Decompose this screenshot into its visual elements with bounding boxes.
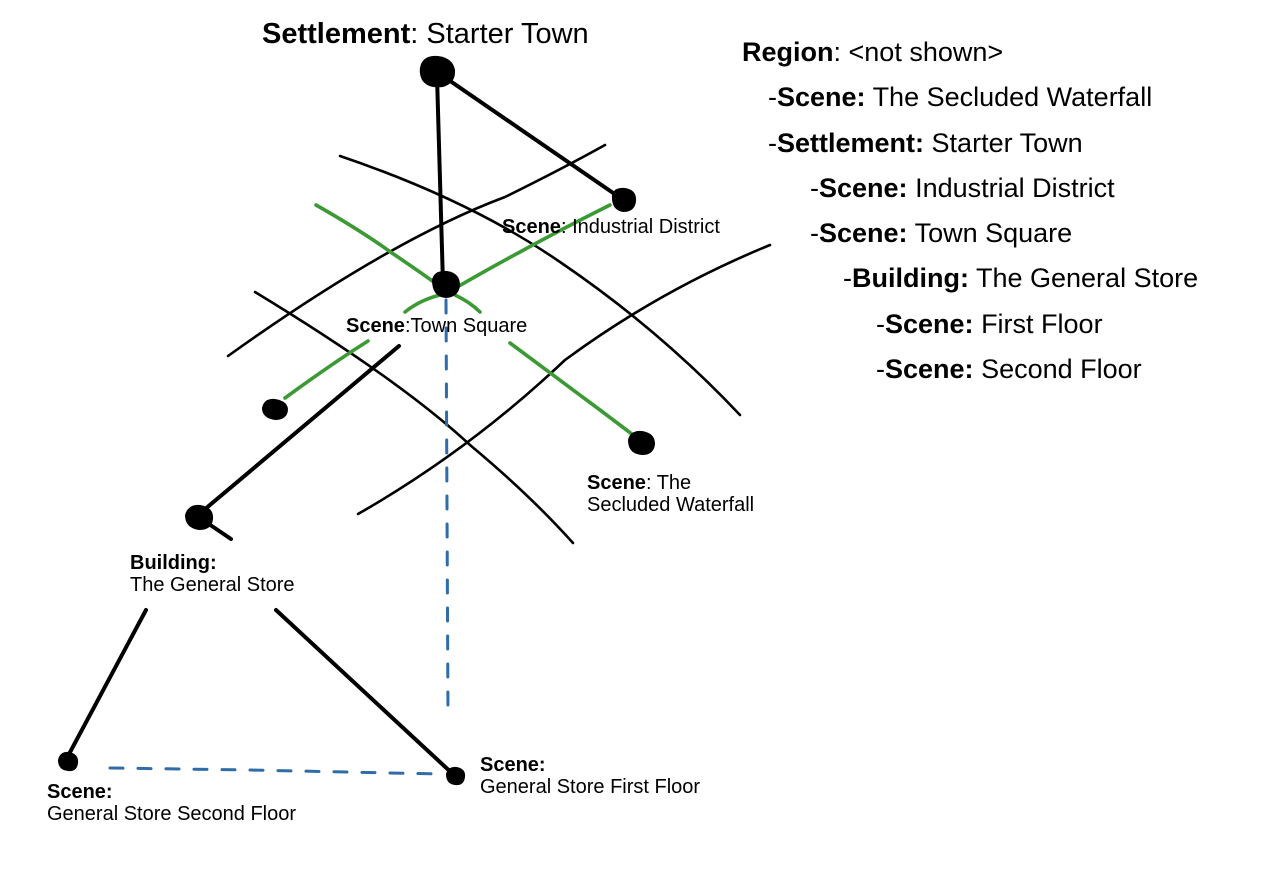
town-square-name: Town Square bbox=[410, 315, 528, 337]
grid-line bbox=[356, 243, 772, 516]
hierarchy-name: Second Floor bbox=[981, 354, 1142, 385]
grid-line bbox=[226, 143, 607, 358]
connection-line bbox=[403, 293, 442, 314]
hierarchy-outline: Region: <not shown> -Scene: The Secluded… bbox=[742, 30, 1198, 392]
hierarchy-sep bbox=[969, 263, 976, 293]
hierarchy-row-scene-waterfall: -Scene: The Secluded Waterfall bbox=[742, 75, 1198, 120]
hierarchy-kind: Scene: bbox=[885, 308, 974, 339]
node-settlement bbox=[419, 55, 456, 88]
hierarchy-kind: Region bbox=[742, 37, 834, 67]
node-west-scene bbox=[262, 398, 288, 420]
hierarchy-kind: Building: bbox=[852, 263, 969, 294]
grid-line bbox=[338, 154, 742, 417]
dashed-links bbox=[108, 298, 450, 776]
hierarchy-prefix: - bbox=[810, 172, 819, 203]
hierarchy-kind: Scene: bbox=[885, 354, 974, 385]
building-name: The General Store bbox=[130, 574, 295, 597]
node-second-floor bbox=[58, 751, 79, 772]
hierarchy-name: Town Square bbox=[914, 218, 1073, 249]
hierarchy-kind: Scene: bbox=[777, 82, 866, 113]
building-kind: Building: bbox=[130, 552, 217, 574]
link-settlement-industrial bbox=[438, 72, 621, 199]
hierarchy-row-region: Region: <not shown> bbox=[742, 30, 1198, 75]
hierarchy-name: Industrial District bbox=[915, 172, 1115, 203]
hierarchy-name: The Secluded Waterfall bbox=[872, 82, 1153, 113]
hierarchy-kind: Scene: bbox=[819, 218, 908, 249]
industrial-district-label: Scene: Industrial District bbox=[502, 216, 720, 238]
settlement-name: Starter Town bbox=[426, 18, 589, 50]
waterfall-name-line2: Secluded Waterfall bbox=[587, 494, 755, 517]
connection-line bbox=[283, 339, 370, 400]
hierarchy-sep bbox=[974, 309, 982, 339]
node-secluded-waterfall bbox=[628, 430, 655, 455]
link-town-square-building bbox=[196, 344, 401, 517]
hierarchy-prefix: - bbox=[876, 354, 885, 385]
hierarchy-row-scene-town-square: -Scene: Town Square bbox=[742, 211, 1198, 256]
town-square-label: Scene:Town Square bbox=[346, 315, 527, 337]
connection-line bbox=[314, 203, 440, 287]
industrial-kind: Scene bbox=[502, 216, 561, 238]
town-square-kind: Scene bbox=[346, 315, 405, 337]
hierarchy-prefix: - bbox=[768, 82, 777, 113]
hierarchy-kind: Scene: bbox=[819, 172, 908, 203]
hierarchy-kind: Settlement: bbox=[777, 127, 925, 158]
link-settlement-town-square bbox=[435, 74, 445, 286]
hierarchy-sep bbox=[924, 128, 932, 158]
hierarchy-prefix: - bbox=[768, 127, 777, 158]
waterfall-name-line1: The bbox=[656, 472, 692, 494]
hierarchy-row-scene-second-floor: -Scene: Second Floor bbox=[742, 347, 1198, 392]
first-floor-kind: Scene: bbox=[480, 754, 546, 776]
nodes bbox=[58, 55, 655, 786]
settlement-kind: Settlement bbox=[262, 18, 411, 50]
hierarchy-sep: : bbox=[833, 37, 849, 67]
waterfall-kind: Scene bbox=[587, 472, 646, 494]
node-building bbox=[185, 504, 214, 530]
hierarchy-name: <not shown> bbox=[848, 37, 1004, 67]
hierarchy-name: The General Store bbox=[975, 263, 1199, 294]
building-label: Building:The General Store bbox=[130, 552, 295, 597]
town-square-sep: : bbox=[404, 315, 411, 337]
dashed-link-vertical bbox=[444, 298, 450, 718]
map-grid bbox=[226, 143, 772, 545]
hierarchy-prefix: - bbox=[843, 263, 852, 294]
hierarchy-sep bbox=[974, 354, 982, 384]
grid-line bbox=[253, 290, 575, 545]
hierarchy-prefix: - bbox=[876, 308, 885, 339]
second-floor-label: Scene:General Store Second Floor bbox=[47, 781, 296, 826]
node-first-floor bbox=[446, 766, 466, 786]
connection-line bbox=[450, 203, 612, 292]
second-floor-name: General Store Second Floor bbox=[47, 803, 297, 826]
node-industrial-district bbox=[611, 187, 637, 212]
dashed-link-horizontal bbox=[108, 766, 442, 776]
hierarchy-sep bbox=[908, 218, 915, 248]
hierarchy-row-scene-first-floor: -Scene: First Floor bbox=[742, 302, 1198, 347]
hierarchy-row-settlement: -Settlement: Starter Town bbox=[742, 121, 1198, 166]
industrial-sep: : bbox=[560, 216, 573, 238]
hierarchy-links bbox=[66, 72, 621, 778]
hierarchy-name: First Floor bbox=[981, 308, 1103, 339]
hierarchy-row-building: -Building: The General Store bbox=[742, 256, 1198, 301]
settlement-label: Settlement: Starter Town bbox=[262, 18, 589, 50]
first-floor-label: Scene:General Store First Floor bbox=[480, 754, 700, 799]
first-floor-name: General Store First Floor bbox=[480, 776, 701, 799]
link-building-second-floor bbox=[66, 608, 148, 758]
second-floor-kind: Scene: bbox=[47, 781, 113, 803]
node-town-square bbox=[432, 270, 460, 298]
waterfall-sep: : bbox=[645, 472, 657, 494]
hierarchy-sep bbox=[908, 173, 916, 203]
hierarchy-sep bbox=[866, 82, 873, 112]
hierarchy-row-scene-industrial: -Scene: Industrial District bbox=[742, 166, 1198, 211]
hierarchy-prefix: - bbox=[810, 218, 819, 249]
connection-line bbox=[508, 341, 639, 440]
connection-line bbox=[453, 293, 482, 314]
link-building-first-floor bbox=[274, 608, 457, 778]
scene-connections bbox=[283, 203, 639, 440]
industrial-name: Industrial District bbox=[572, 216, 720, 238]
hierarchy-name: Starter Town bbox=[931, 127, 1083, 158]
settlement-sep: : bbox=[410, 18, 427, 50]
